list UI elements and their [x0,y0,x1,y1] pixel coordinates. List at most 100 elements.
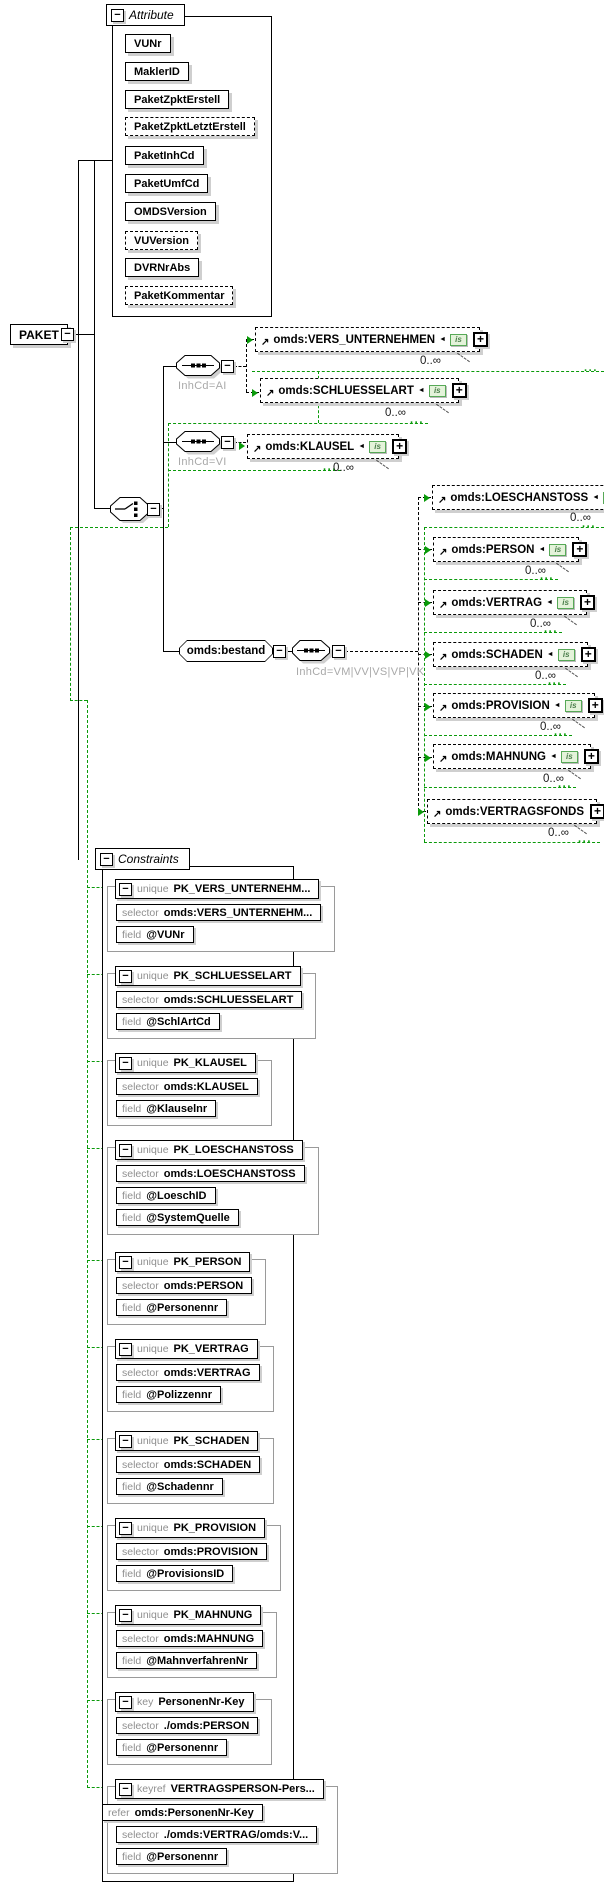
attribute-MaklerID[interactable]: MaklerID [125,62,189,81]
collapse-icon[interactable]: − [111,8,124,22]
collapse-icon[interactable]: − [119,1695,132,1709]
expand-icon[interactable]: + [590,804,604,819]
attribute-PaketKommentar[interactable]: PaketKommentar [125,286,234,305]
field-row[interactable]: field@ProvisionsID [116,1565,234,1582]
collapse-icon[interactable]: − [119,1255,132,1269]
sequence-connector[interactable] [176,355,224,380]
field-row[interactable]: field@Polizzennr [116,1386,221,1403]
selector-row[interactable]: selector./omds:VERTRAG/omds:V... [116,1826,318,1843]
element-SCHLUESSELART[interactable]: ↗ omds:SCHLUESSELART ◄ is + [260,378,467,414]
field-row[interactable]: field@Personennr [116,1848,228,1865]
collapse-icon[interactable]: − [119,1521,132,1535]
constraint-header[interactable]: − key PersonenNr-Key [115,1692,254,1712]
choice-connector[interactable] [110,497,152,523]
field-value: @ProvisionsID [146,1567,225,1580]
attribute-PaketZpktErstell[interactable]: PaketZpktErstell [125,90,230,109]
constraint-header[interactable]: − unique PK_SCHLUESSELART [115,966,301,986]
constraint-header[interactable]: − unique PK_VERTRAG [115,1339,258,1359]
collapse-icon[interactable]: − [100,852,113,866]
element-VERTRAGSFONDS[interactable]: ↗ omds:VERTRAGSFONDS + [427,799,604,835]
collapse-icon[interactable]: − [61,328,74,341]
sequence-connector[interactable] [176,431,224,456]
attribute-VUVersion[interactable]: VUVersion [125,231,199,250]
expand-icon[interactable]: + [473,332,488,347]
constraint-header[interactable]: − unique PK_PERSON [115,1252,251,1272]
constraint-link-arrow [425,703,431,711]
field-row[interactable]: field@Klauselnr [116,1100,217,1117]
collapse-icon[interactable]: − [119,1342,132,1356]
attribute-PaketUmfCd[interactable]: PaketUmfCd [125,174,209,193]
expand-icon[interactable]: + [583,749,599,764]
expand-icon[interactable]: + [580,647,596,662]
constraint-header[interactable]: − unique PK_VERS_UNTERNEHM... [115,879,320,899]
expand-icon[interactable]: + [392,439,408,454]
collapse-icon[interactable]: − [119,1608,132,1622]
constraint-header[interactable]: − unique PK_SCHADEN [115,1431,259,1451]
root-element-PAKET[interactable]: PAKET [10,324,68,345]
element-LOESCHANSTOSS[interactable]: ↗ omds:LOESCHANSTOSS ◄ is + [432,485,604,510]
occurrence-tail [564,667,578,678]
constraint-link-dots: ··· [554,729,568,741]
selector-keyword: selector [122,1828,159,1841]
expand-icon[interactable]: + [572,542,588,557]
field-row[interactable]: field@VUNr [116,926,194,943]
collapse-icon[interactable]: − [119,1434,132,1448]
expand-icon[interactable]: + [451,383,467,398]
field-row[interactable]: field@MahnverfahrenNr [116,1652,258,1669]
sequence-connector[interactable] [292,640,334,665]
collapse-icon[interactable]: − [119,1782,132,1796]
constraint-header[interactable]: − unique PK_LOESCHANSTOSS [115,1140,303,1160]
constraint-header[interactable]: − unique PK_KLAUSEL [115,1053,256,1073]
sequence-condition: InhCd=AI [178,380,227,392]
collapse-icon[interactable]: − [119,882,132,896]
attribute-OMDSVersion[interactable]: OMDSVersion [125,202,216,221]
expand-icon[interactable]: + [587,698,603,713]
element-KLAUSEL[interactable]: ↗ omds:KLAUSEL ◄ is + [247,434,408,470]
field-row[interactable]: field@Personennr [116,1739,228,1756]
constraint-header[interactable]: − keyref VERTRAGSPERSON-Pers... [115,1779,324,1799]
element-PROVISION[interactable]: ↗ omds:PROVISION ◄ is + [433,693,603,729]
constraint-link-arrow [247,336,253,344]
constraint-header[interactable]: − unique PK_MAHNUNG [115,1605,262,1625]
selector-row[interactable]: selector./omds:PERSON [116,1717,259,1734]
element-VERTRAG[interactable]: ↗ omds:VERTRAG ◄ is + [433,590,596,626]
collapse-icon[interactable]: − [221,360,234,373]
attribute-PaketZpktLetztErstell[interactable]: PaketZpktLetztErstell [125,117,255,136]
field-row[interactable]: field@SchlArtCd [116,1013,220,1030]
field-row[interactable]: field@Personennr [116,1299,228,1316]
attribute-VUNr[interactable]: VUNr [125,34,171,53]
collapse-icon[interactable]: − [273,645,286,658]
expand-icon[interactable]: + [580,595,596,610]
collapse-icon[interactable]: − [119,1056,132,1070]
line [163,366,164,651]
element-SCHADEN[interactable]: ↗ omds:SCHADEN ◄ is + [433,642,596,678]
collapse-icon[interactable]: − [147,503,160,516]
attribute-DVRNrAbs[interactable]: DVRNrAbs [125,258,200,277]
field-row[interactable]: field@SystemQuelle [116,1209,239,1226]
element-PERSON[interactable]: ↗ omds:PERSON ◄ is + [433,537,588,573]
collapse-icon[interactable]: − [119,1143,132,1157]
field-row[interactable]: field@LoeschID [116,1187,216,1204]
collapse-icon[interactable]: − [119,969,132,983]
group-bestand[interactable]: omds:bestand [179,640,273,662]
element-MAHNUNG[interactable]: ↗ omds:MAHNUNG ◄ is + [433,744,599,780]
constraint-header[interactable]: − unique PK_PROVISION [115,1518,266,1538]
field-keyword: field [122,1102,142,1115]
field-row[interactable]: field@Schadennr [116,1478,223,1495]
collapse-icon[interactable]: − [332,645,345,658]
attribute-PaketInhCd[interactable]: PaketInhCd [125,146,204,165]
element-VERS_UNTERNEHMEN[interactable]: ↗ omds:VERS_UNTERNEHMEN ◄ is + [255,327,488,363]
collapse-icon[interactable]: − [221,436,234,449]
